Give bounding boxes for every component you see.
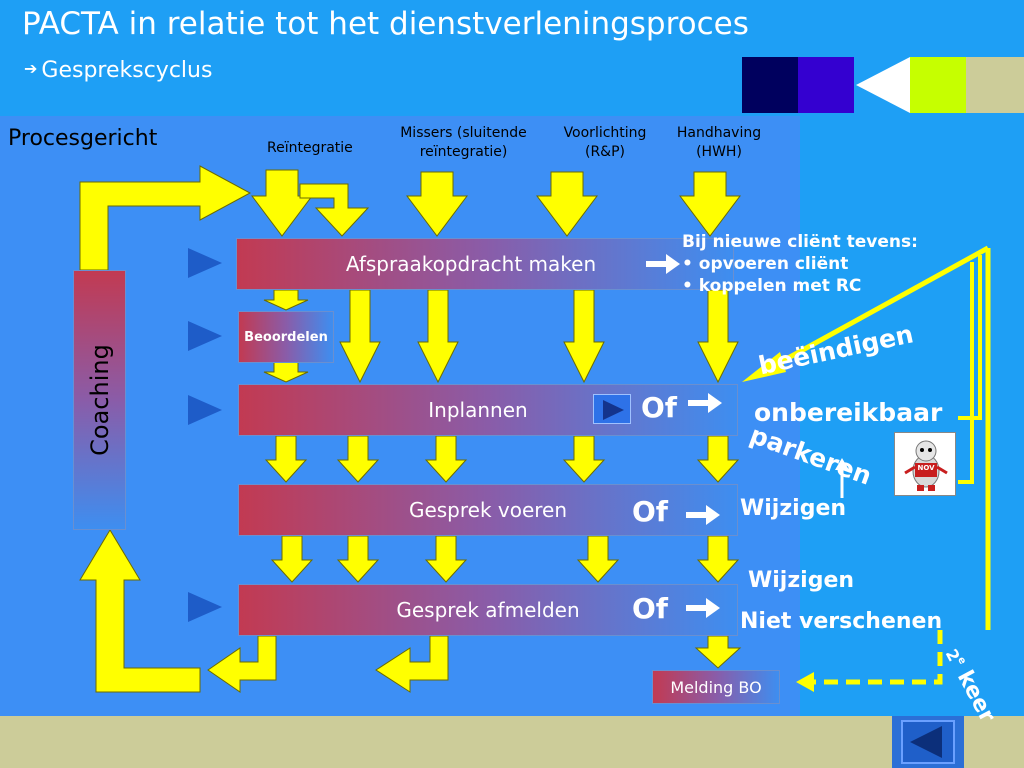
back-triangle-icon	[901, 720, 955, 764]
arrow-down-col5-c	[696, 535, 740, 583]
of-label-inplannen: Of	[641, 391, 677, 424]
arrow-down-from-beoordelen	[263, 361, 309, 383]
section-label: Procesgericht	[8, 126, 158, 151]
arrow-down-col4-a	[563, 289, 605, 384]
input-handhaving: Handhaving (HWH)	[664, 124, 774, 162]
arrow-return-left-1	[207, 635, 277, 693]
outcome-onbereikbaar: onbereikbaar	[754, 398, 943, 427]
arrow-down-voorlichting	[536, 171, 598, 237]
coaching-box: Coaching	[73, 270, 126, 530]
arrow-down-col5-b	[696, 435, 740, 483]
arrow-down-col2-a	[339, 289, 381, 384]
step-melding-bo: Melding BO	[652, 670, 780, 704]
arrow-down-col4-b	[562, 435, 606, 483]
back-button[interactable]	[892, 716, 964, 768]
play-triangle-icon	[603, 400, 624, 420]
play-triangle-icon-row-afmelden	[188, 592, 222, 622]
color-square-blue	[798, 57, 854, 113]
arrow-down-col4-c	[576, 535, 620, 583]
step-melding-bo-label: Melding BO	[670, 677, 762, 697]
input-voorlichting-line1: Voorlichting	[563, 125, 647, 141]
outcome-wijzigen-2: Wijzigen	[748, 568, 855, 593]
color-square-lime	[910, 57, 966, 113]
bottom-bar	[0, 716, 1024, 768]
input-missers: Missers (sluitende reïntegratie)	[386, 124, 541, 162]
input-missers-line2: reïntegratie)	[419, 144, 508, 160]
of-label-gesprek-voeren: Of	[632, 495, 668, 528]
step-afspraakopdracht-label: Afspraakopdracht maken	[345, 252, 597, 276]
arrow-down-col2-c	[336, 535, 380, 583]
nov-mascot-icon	[904, 440, 948, 491]
arrow-down-melding	[694, 635, 742, 669]
step-gesprek-afmelden-label: Gesprek afmelden	[396, 598, 580, 622]
coaching-label: Coaching	[85, 344, 114, 456]
step-beoordelen: Beoordelen	[238, 311, 334, 363]
outcome-niet-verschenen: Niet verschenen	[740, 609, 943, 634]
input-missers-line1: Missers (sluitende	[400, 125, 527, 141]
arrow-return-left-2	[375, 635, 449, 693]
arrow-down-col1-b	[264, 435, 308, 483]
input-voorlichting: Voorlichting (R&P)	[550, 124, 660, 162]
step-inplannen: Inplannen	[238, 384, 738, 436]
new-client-item1: • opvoeren cliënt	[682, 254, 849, 274]
arrow-down-col3-a	[417, 289, 459, 384]
arrow-loop-to-coaching	[79, 529, 201, 693]
step-afspraakopdracht: Afspraakopdracht maken	[236, 238, 734, 290]
nov-badge-text: NOV	[917, 464, 935, 472]
new-client-item2: • koppelen met RC	[682, 276, 862, 296]
color-square-khaki	[966, 57, 1024, 113]
new-client-heading: Bij nieuwe cliënt tevens:	[682, 232, 918, 252]
arrow-down-reintegratie	[251, 169, 313, 237]
of-label-gesprek-afmelden: Of	[632, 592, 668, 625]
step-gesprek-voeren: Gesprek voeren	[238, 484, 738, 536]
outcome-wijzigen-1: Wijzigen	[740, 496, 847, 521]
arrow-down-col5-a	[697, 289, 739, 384]
play-triangle-icon-row-beoordelen	[188, 321, 222, 351]
subtitle-text: Gesprekscyclus	[41, 58, 213, 83]
arrow-down-missers	[406, 171, 468, 237]
color-square-white	[854, 57, 910, 113]
arrow-loop-from-coaching	[79, 165, 252, 271]
input-handhaving-line2: (HWH)	[696, 144, 742, 160]
arrow-down-handhaving	[679, 171, 741, 237]
arrow-right-icon: ➔	[24, 59, 38, 78]
play-triangle-icon-row-inplannen	[188, 395, 222, 425]
input-reintegratie: Reïntegratie	[267, 140, 353, 156]
arrow-down-col3-c	[424, 535, 468, 583]
page-title: PACTA in relatie tot het dienstverlening…	[22, 6, 749, 42]
white-triangle-icon	[856, 57, 910, 113]
input-handhaving-line1: Handhaving	[676, 125, 762, 141]
arrow-down-col2-b	[336, 435, 380, 483]
arrow-down-to-beoordelen	[263, 289, 309, 311]
arrow-down-col3-b	[424, 435, 468, 483]
new-client-note: Bij nieuwe cliënt tevens: • opvoeren cli…	[682, 231, 918, 297]
page-subtitle: ➔Gesprekscyclus	[24, 58, 212, 83]
step-beoordelen-label: Beoordelen	[244, 329, 328, 345]
arrow-down-col1-c	[270, 535, 314, 583]
step-gesprek-afmelden: Gesprek afmelden	[238, 584, 738, 636]
input-voorlichting-line2: (R&P)	[584, 144, 625, 160]
play-button[interactable]	[593, 394, 631, 424]
step-inplannen-label: Inplannen	[428, 398, 528, 422]
step-gesprek-voeren-label: Gesprek voeren	[408, 498, 568, 522]
nov-figure: NOV	[894, 432, 956, 496]
arrow-bent-reintegratie	[299, 183, 370, 237]
play-triangle-icon-row-afspraak	[188, 248, 222, 278]
color-square-navy	[742, 57, 798, 113]
